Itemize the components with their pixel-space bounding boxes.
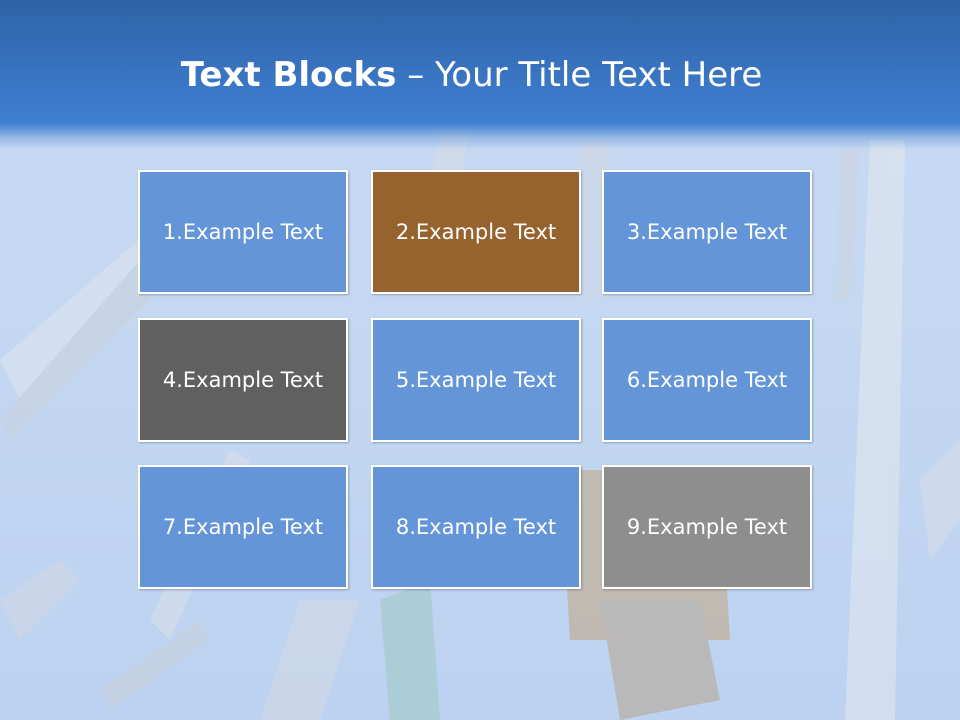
text-block-label: 4.Example Text xyxy=(162,368,324,392)
title-dash: – xyxy=(396,55,436,95)
text-block-7: 7.Example Text xyxy=(138,465,348,589)
text-block-label: 7.Example Text xyxy=(162,515,324,539)
text-block-label: 2.Example Text xyxy=(395,220,557,244)
title-bold-part: Text Blocks xyxy=(180,55,397,95)
text-block-label: 8.Example Text xyxy=(395,515,557,539)
text-block-6: 6.Example Text xyxy=(602,318,812,442)
text-block-label: 9.Example Text xyxy=(626,515,788,539)
text-block-grid: 1.Example Text 2.Example Text 3.Example … xyxy=(138,170,816,594)
title-rest: Your Title Text Here xyxy=(435,55,763,95)
text-block-label: 3.Example Text xyxy=(626,220,788,244)
text-block-8: 8.Example Text xyxy=(371,465,581,589)
text-block-label: 1.Example Text xyxy=(162,220,324,244)
text-block-3: 3.Example Text xyxy=(602,170,812,294)
text-block-4: 4.Example Text xyxy=(138,318,348,442)
text-block-9: 9.Example Text xyxy=(602,465,812,589)
text-block-1: 1.Example Text xyxy=(138,170,348,294)
text-block-label: 6.Example Text xyxy=(626,368,788,392)
slide-title: Text Blocks – Your Title Text Here xyxy=(0,52,943,98)
text-block-5: 5.Example Text xyxy=(371,318,581,442)
text-block-2: 2.Example Text xyxy=(371,170,581,294)
header-band xyxy=(0,0,960,150)
text-block-label: 5.Example Text xyxy=(395,368,557,392)
